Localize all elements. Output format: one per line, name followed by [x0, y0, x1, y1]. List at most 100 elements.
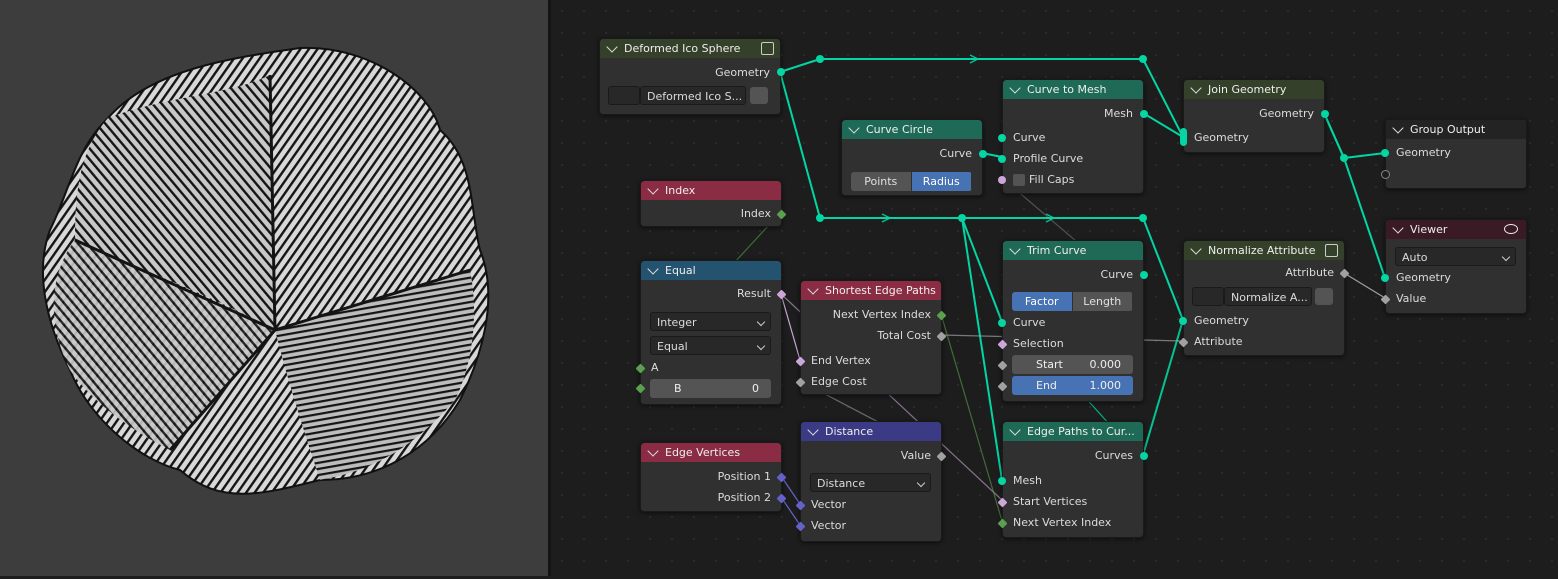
geometry-input-socket[interactable]: [1381, 149, 1389, 157]
node-distance[interactable]: Distance Value Distance Vector Vector: [795, 421, 947, 542]
node-viewer[interactable]: Viewer Auto Geometry Value: [1380, 219, 1527, 314]
node-title: Viewer: [1410, 223, 1448, 236]
input-label: Attribute: [1194, 335, 1243, 348]
input-label: Geometry: [1396, 271, 1451, 284]
operation-dropdown[interactable]: Equal: [650, 336, 771, 355]
length-mode-button[interactable]: Length: [1072, 292, 1133, 311]
node-group-icon: [761, 42, 774, 55]
collapse-icon[interactable]: [1190, 81, 1202, 94]
curve-output-socket[interactable]: [979, 150, 987, 158]
fill-caps-input-socket[interactable]: [998, 176, 1006, 184]
empty-input-socket[interactable]: [1381, 170, 1390, 179]
node-deformed-ico-sphere[interactable]: Deformed Ico Sphere Geometry Deformed Ic…: [599, 38, 785, 115]
input-label: Geometry: [1194, 131, 1249, 144]
node-title: Curve Circle: [866, 123, 933, 136]
node-tree-icon[interactable]: [608, 86, 640, 105]
geometry-output-socket[interactable]: [1321, 110, 1329, 118]
input-label: Edge Cost: [811, 375, 867, 388]
geometry-output-socket[interactable]: [777, 68, 785, 76]
output-label: Geometry: [1259, 107, 1314, 120]
collapse-icon[interactable]: [647, 182, 659, 195]
mesh-input-socket[interactable]: [998, 477, 1006, 485]
curves-output-socket[interactable]: [1140, 452, 1148, 460]
3d-viewport[interactable]: [0, 0, 548, 576]
node-trim-curve[interactable]: Trim Curve Curve Factor Length Curve Sel…: [997, 240, 1148, 402]
area-separator[interactable]: [548, 0, 551, 576]
node-title: Group Output: [1410, 123, 1486, 136]
collapse-icon[interactable]: [807, 282, 819, 295]
node-curve-to-mesh[interactable]: Curve to Mesh Mesh Curve Profile Curve F…: [998, 79, 1148, 194]
node-title: Edge Vertices: [665, 446, 741, 459]
eye-icon[interactable]: [1504, 224, 1518, 234]
node-title: Curve to Mesh: [1027, 83, 1107, 96]
node-title: Normalize Attribute: [1208, 244, 1316, 257]
collapse-icon[interactable]: [1392, 221, 1404, 234]
output-label: Position 1: [717, 470, 771, 483]
collapse-icon[interactable]: [1009, 81, 1021, 94]
node-title: Join Geometry: [1208, 83, 1287, 96]
input-label: Profile Curve: [1013, 152, 1084, 165]
factor-mode-button[interactable]: Factor: [1012, 292, 1073, 311]
collapse-icon[interactable]: [848, 121, 860, 134]
mode-toggle[interactable]: Points Radius: [851, 172, 972, 191]
data-type-dropdown[interactable]: Integer: [650, 312, 771, 331]
collapse-icon[interactable]: [1009, 242, 1021, 255]
curve-output-socket[interactable]: [1140, 271, 1148, 279]
radius-mode-button[interactable]: Radius: [911, 172, 972, 191]
input-label: Geometry: [1396, 146, 1451, 159]
output-label: Curve: [1100, 268, 1133, 281]
operation-dropdown[interactable]: Distance: [810, 473, 931, 492]
collapse-icon[interactable]: [807, 423, 819, 436]
node-tree-icon[interactable]: [1192, 287, 1224, 306]
node-group-output[interactable]: Group Output Geometry: [1381, 119, 1527, 189]
input-label: Curve: [1013, 316, 1046, 329]
input-label: Next Vertex Index: [1013, 516, 1112, 529]
input-label: Start Vertices: [1013, 495, 1088, 508]
collapse-icon[interactable]: [1392, 121, 1404, 134]
collapse-icon[interactable]: [1190, 242, 1202, 255]
group-selector[interactable]: Normalize A...: [1224, 287, 1312, 306]
domain-dropdown[interactable]: Auto: [1395, 247, 1516, 266]
collapse-icon[interactable]: [647, 262, 659, 275]
curve-input-socket[interactable]: [998, 134, 1006, 142]
node-title: Edge Paths to Cur...: [1027, 425, 1135, 438]
collapse-icon[interactable]: [606, 40, 618, 53]
input-label: Mesh: [1013, 474, 1042, 487]
mesh-preview: [41, 46, 490, 495]
mode-toggle[interactable]: Factor Length: [1012, 292, 1133, 311]
node-normalize-attribute[interactable]: Normalize Attribute Attribute Normalize …: [1178, 240, 1350, 356]
node-curve-circle[interactable]: Curve Circle Curve Points Radius: [841, 119, 987, 196]
node-title: Distance: [825, 425, 874, 438]
collapse-icon[interactable]: [1009, 423, 1021, 436]
output-label: Attribute: [1285, 266, 1334, 279]
profile-curve-input-socket[interactable]: [998, 155, 1006, 163]
node-edge-paths-to-curves[interactable]: Edge Paths to Cur... Curves Mesh Start V…: [997, 421, 1148, 538]
node-join-geometry[interactable]: Join Geometry Geometry Geometry: [1180, 79, 1329, 153]
mesh-output-socket[interactable]: [1140, 110, 1148, 118]
node-title: Deformed Ico Sphere: [624, 42, 741, 55]
input-label: A: [651, 361, 659, 374]
collapse-icon[interactable]: [647, 444, 659, 457]
node-index[interactable]: Index Index: [640, 180, 787, 227]
geometry-input-socket[interactable]: [1179, 317, 1187, 325]
input-label: Vector: [811, 519, 847, 532]
input-label: End Vertex: [811, 354, 871, 367]
node-shortest-edge-paths[interactable]: Shortest Edge Paths Next Vertex Index To…: [795, 280, 947, 395]
input-label: Curve: [1013, 131, 1046, 144]
geometry-multi-input-socket[interactable]: [1180, 128, 1187, 146]
node-edge-vertices[interactable]: Edge Vertices Position 1 Position 2: [640, 442, 787, 512]
fake-user-shield-icon[interactable]: [1315, 288, 1333, 305]
node-title: Index: [665, 184, 696, 197]
curve-input-socket[interactable]: [998, 319, 1006, 327]
group-selector[interactable]: Deformed Ico S...: [640, 86, 746, 105]
output-label: Total Cost: [877, 329, 931, 342]
geometry-input-socket[interactable]: [1381, 274, 1389, 282]
node-title: Equal: [665, 264, 696, 277]
fake-user-shield-icon[interactable]: [750, 87, 768, 104]
fill-caps-checkbox[interactable]: [1013, 174, 1025, 186]
points-mode-button[interactable]: Points: [851, 172, 912, 191]
